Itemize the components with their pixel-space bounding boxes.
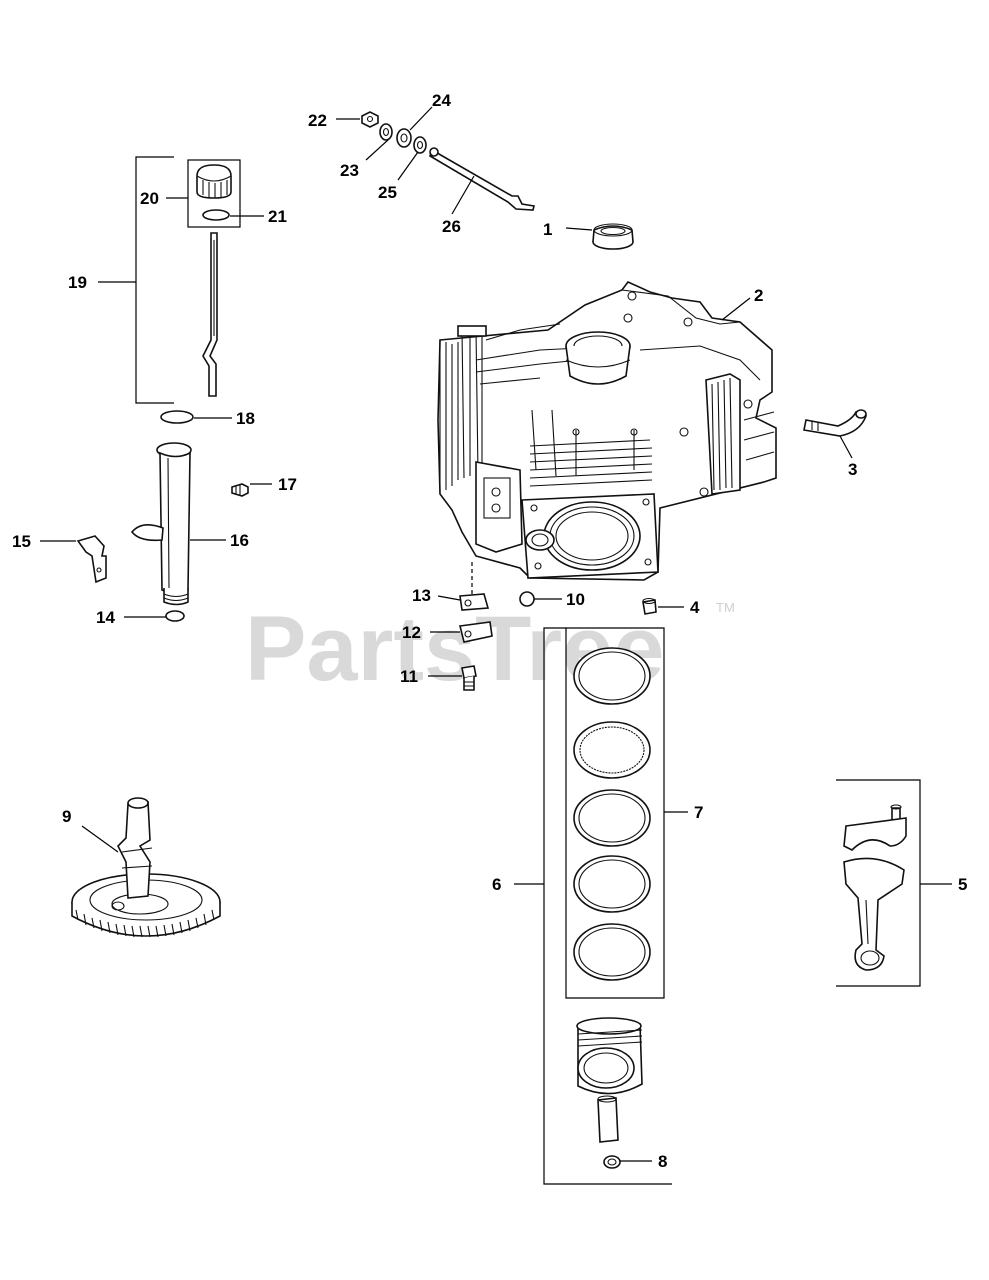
part-3-breather-tube[interactable] bbox=[803, 409, 868, 437]
part-9-camshaft[interactable] bbox=[71, 797, 221, 938]
callout-9[interactable]: 9 bbox=[62, 807, 71, 826]
watermark-trademark: TM bbox=[716, 600, 735, 615]
callout-22[interactable]: 22 bbox=[308, 111, 327, 130]
callout-19[interactable]: 19 bbox=[68, 273, 87, 292]
callout-20[interactable]: 20 bbox=[140, 189, 159, 208]
part-12-lever[interactable] bbox=[459, 621, 493, 643]
bracket-5 bbox=[836, 779, 921, 987]
bracket-6 bbox=[543, 627, 672, 1185]
box-7 bbox=[565, 627, 665, 999]
part-14-o-ring[interactable] bbox=[165, 610, 185, 622]
callout-7[interactable]: 7 bbox=[694, 803, 703, 822]
callout-6[interactable]: 6 bbox=[492, 875, 501, 894]
part-4-plug[interactable] bbox=[642, 597, 657, 615]
callout-17[interactable]: 17 bbox=[278, 475, 297, 494]
box-20-21 bbox=[187, 159, 241, 228]
callout-11[interactable]: 11 bbox=[400, 667, 418, 686]
part-1-oil-seal[interactable] bbox=[592, 223, 634, 250]
part-8-retainer[interactable] bbox=[603, 1155, 621, 1169]
callout-13[interactable]: 13 bbox=[412, 586, 431, 605]
part-20-cap[interactable] bbox=[196, 164, 232, 199]
part-6-piston[interactable] bbox=[576, 1017, 643, 1143]
part-7-ring-3[interactable] bbox=[573, 789, 651, 847]
part-13-lever[interactable] bbox=[459, 593, 490, 611]
leader-lines bbox=[40, 106, 952, 1162]
part-23-washer[interactable] bbox=[379, 123, 393, 141]
part-2-crankcase[interactable] bbox=[437, 281, 777, 581]
part-15-bracket[interactable] bbox=[76, 535, 107, 584]
part-17-screw[interactable] bbox=[231, 483, 249, 497]
part-7-ring-5[interactable] bbox=[573, 923, 651, 981]
callout-12[interactable]: 12 bbox=[402, 623, 421, 642]
part-5-connecting-rod[interactable] bbox=[843, 804, 907, 971]
part-7-ring-4[interactable] bbox=[573, 855, 651, 913]
bracket-19 bbox=[135, 156, 174, 404]
callout-25[interactable]: 25 bbox=[378, 183, 397, 202]
callout-16[interactable]: 16 bbox=[230, 531, 249, 550]
part-24-bushing[interactable] bbox=[396, 128, 412, 148]
callout-1[interactable]: 1 bbox=[543, 220, 552, 239]
part-11-screw[interactable] bbox=[461, 665, 477, 691]
callout-15[interactable]: 15 bbox=[12, 532, 31, 551]
callout-18[interactable]: 18 bbox=[236, 409, 255, 428]
callout-23[interactable]: 23 bbox=[340, 161, 359, 180]
callout-24[interactable]: 24 bbox=[432, 91, 451, 110]
callout-5[interactable]: 5 bbox=[958, 875, 967, 894]
callout-3[interactable]: 3 bbox=[848, 460, 857, 479]
watermark: PartsTree TM bbox=[245, 598, 735, 700]
part-16-tube[interactable] bbox=[130, 442, 192, 606]
part-19-dipstick[interactable] bbox=[202, 232, 218, 397]
part-10-ball[interactable] bbox=[519, 591, 535, 607]
part-26-rod[interactable] bbox=[429, 147, 535, 211]
part-25-washer[interactable] bbox=[413, 136, 427, 154]
callout-4[interactable]: 4 bbox=[690, 598, 700, 617]
callout-26[interactable]: 26 bbox=[442, 217, 461, 236]
callouts: 1 2 3 4 5 6 7 8 9 10 11 12 13 14 15 16 1… bbox=[12, 91, 967, 1171]
part-7-ring-1[interactable] bbox=[573, 647, 651, 705]
callout-2[interactable]: 2 bbox=[754, 286, 763, 305]
part-18-o-ring[interactable] bbox=[160, 410, 194, 424]
callout-10[interactable]: 10 bbox=[566, 590, 585, 609]
part-7-ring-2[interactable] bbox=[573, 721, 651, 779]
callout-21[interactable]: 21 bbox=[268, 207, 287, 226]
part-22-nut[interactable] bbox=[361, 111, 379, 128]
part-21-o-ring[interactable] bbox=[202, 209, 230, 221]
callout-8[interactable]: 8 bbox=[658, 1152, 667, 1171]
callout-14[interactable]: 14 bbox=[96, 608, 115, 627]
